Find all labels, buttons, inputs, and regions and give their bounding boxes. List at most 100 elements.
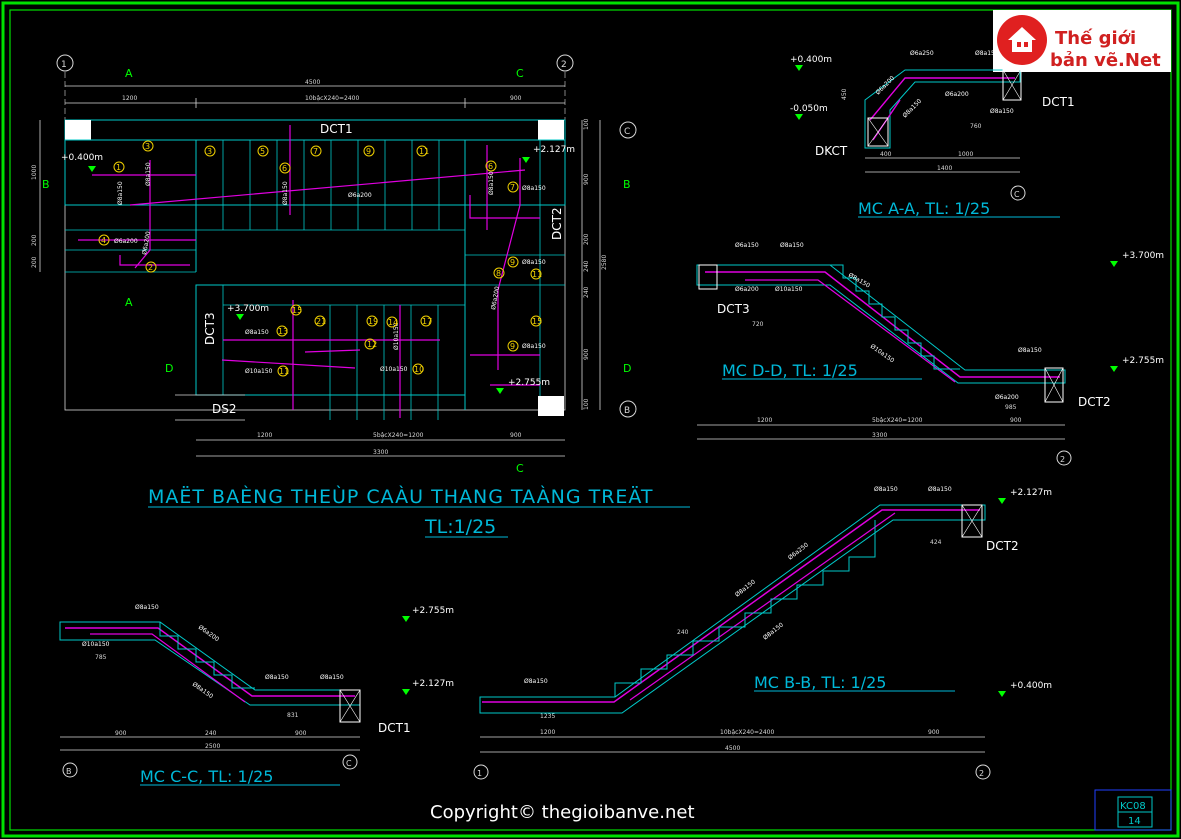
svg-text:Ø10a150: Ø10a150 <box>869 343 896 365</box>
svg-text:1: 1 <box>477 769 482 778</box>
svg-text:14: 14 <box>388 318 398 327</box>
plan-rebar-8a150: Ø8a150 <box>117 181 124 205</box>
svg-text:12: 12 <box>367 340 377 349</box>
svg-text:10bậcX240=2400: 10bậcX240=2400 <box>720 729 774 736</box>
plan-beam-ds2: DS2 <box>212 402 237 416</box>
svg-text:Ø8a150: Ø8a150 <box>734 578 757 598</box>
svg-text:3300: 3300 <box>872 432 887 439</box>
svg-text:C: C <box>516 462 524 475</box>
plan-scale: TL:1/25 <box>424 516 496 538</box>
plan-rebar-8a150c: Ø8a150 <box>282 181 289 205</box>
svg-text:1400: 1400 <box>937 165 952 172</box>
svg-text:1200: 1200 <box>257 432 272 439</box>
plan-beam-dct3: DCT3 <box>203 312 217 345</box>
svg-text:Ø8a150: Ø8a150 <box>874 486 898 493</box>
svg-text:DCT3: DCT3 <box>717 302 750 316</box>
plan-rebar-10a150c: Ø10a150 <box>393 322 400 350</box>
svg-text:Ø6a250: Ø6a250 <box>910 50 934 57</box>
svg-text:3: 3 <box>145 142 150 151</box>
svg-text:900: 900 <box>583 173 590 185</box>
plan-rebar-10a150: Ø10a150 <box>245 368 273 375</box>
plan-dim-left: 1200 <box>122 95 137 102</box>
section-aa-title: MC A-A, TL: 1/25 <box>858 199 990 218</box>
plan-rebar-8a150h: Ø8a150 <box>245 329 269 336</box>
svg-text:Ø8a150: Ø8a150 <box>780 242 804 249</box>
svg-text:11: 11 <box>419 147 429 156</box>
svg-text:4: 4 <box>101 236 106 245</box>
plan-rebar-10a150b: Ø10a150 <box>380 366 408 373</box>
plan-bar-marks: 1 3 5 7 9 11 3 6 4 2 6 7 9 8 11 10 15 13… <box>98 140 542 377</box>
svg-text:400: 400 <box>880 151 892 158</box>
logo-line2: bản vẽ.Net <box>1050 50 1161 71</box>
plan-grid-markers: 1 2 C B A A C C B B D D <box>42 54 637 475</box>
svg-text:+2.127m: +2.127m <box>1010 488 1052 498</box>
svg-text:Ø8a150: Ø8a150 <box>191 681 215 700</box>
plan-rebar-6a200b: Ø6a200 <box>348 192 372 199</box>
svg-text:11: 11 <box>279 367 289 376</box>
plan-rebar-8a150b: Ø8a150 <box>145 162 152 186</box>
plan-dim-right: 900 <box>510 95 522 102</box>
svg-text:DCT2: DCT2 <box>986 539 1019 553</box>
plan-rebar-6a200d: Ø6a200 <box>490 286 501 311</box>
svg-text:-0.050m: -0.050m <box>790 104 828 114</box>
svg-text:240: 240 <box>583 286 590 298</box>
svg-text:Ø6a200: Ø6a200 <box>197 624 221 643</box>
svg-text:Ø8a150: Ø8a150 <box>901 98 923 120</box>
section-dd-title: MC D-D, TL: 1/25 <box>722 361 858 380</box>
svg-text:DCT1: DCT1 <box>378 721 411 735</box>
svg-text:2: 2 <box>979 769 984 778</box>
svg-text:A: A <box>125 296 133 309</box>
svg-text:5: 5 <box>260 147 265 156</box>
svg-text:+2.755m: +2.755m <box>412 606 454 616</box>
section-cc: Ø8a150 Ø10a150 Ø6a200 Ø8a150 Ø8a150 Ø8a1… <box>59 604 454 786</box>
section-bb: Ø8a150 Ø8a150 Ø6a250 Ø8a150 Ø8a150 Ø8a15… <box>473 486 1052 780</box>
svg-text:240: 240 <box>205 730 217 737</box>
svg-text:C: C <box>516 67 524 80</box>
site-logo: Thế giới bản vẽ.Net <box>993 10 1171 72</box>
svg-text:450: 450 <box>841 88 848 100</box>
svg-text:200: 200 <box>583 233 590 245</box>
svg-text:3300: 3300 <box>373 449 388 456</box>
svg-text:900: 900 <box>510 432 522 439</box>
plan-level-2127: +2.127m <box>533 145 575 155</box>
svg-text:1200: 1200 <box>540 729 555 736</box>
svg-text:+0.400m: +0.400m <box>790 55 832 65</box>
svg-text:21: 21 <box>316 317 326 326</box>
svg-text:720: 720 <box>752 321 764 328</box>
copyright-text: Copyright© thegioibanve.net <box>430 802 695 823</box>
svg-text:B: B <box>66 767 72 776</box>
plan-rebar-6a200: Ø6a200 <box>114 238 138 245</box>
svg-text:C: C <box>1014 190 1020 199</box>
svg-text:15: 15 <box>532 317 542 326</box>
svg-text:Ø8a150: Ø8a150 <box>990 108 1014 115</box>
title-block: KC08 14 <box>1094 789 1172 831</box>
svg-text:D: D <box>165 362 173 375</box>
svg-text:B: B <box>623 178 631 191</box>
svg-text:Ø8a150: Ø8a150 <box>524 678 548 685</box>
plan-beam-dct1: DCT1 <box>320 122 353 136</box>
svg-text:200: 200 <box>31 256 38 268</box>
svg-text:Ø10a150: Ø10a150 <box>82 641 110 648</box>
svg-text:2500: 2500 <box>205 743 220 750</box>
svg-text:10: 10 <box>414 365 424 374</box>
section-aa: +0.400m -0.050m Ø6a250 Ø8a150 Ø6a200 Ø8a… <box>790 50 1075 218</box>
svg-text:1000: 1000 <box>31 165 38 180</box>
svg-text:6: 6 <box>282 164 287 173</box>
svg-text:9: 9 <box>510 258 515 267</box>
svg-text:2: 2 <box>148 263 153 272</box>
svg-text:Ø8a150: Ø8a150 <box>1018 347 1042 354</box>
plan-rebar-8a150d: Ø8a150 <box>488 171 495 195</box>
svg-text:19: 19 <box>368 317 378 326</box>
plan-level-2755: +2.755m <box>508 378 550 388</box>
section-dd: Ø6a150 Ø8a150 Ø6a200 Ø10a150 Ø8a150 Ø10a… <box>696 242 1164 466</box>
plan-rebar-6a200c: Ø6a200 <box>141 231 152 256</box>
plan-beam-dct2: DCT2 <box>550 207 564 240</box>
logo-line1: Thế giới <box>1055 28 1136 49</box>
svg-text:D: D <box>623 362 631 375</box>
svg-text:9: 9 <box>510 342 515 351</box>
svg-text:785: 785 <box>95 654 107 661</box>
svg-text:DCT2: DCT2 <box>1078 395 1111 409</box>
svg-text:Ø8a150: Ø8a150 <box>928 486 952 493</box>
svg-text:+2.127m: +2.127m <box>412 679 454 689</box>
